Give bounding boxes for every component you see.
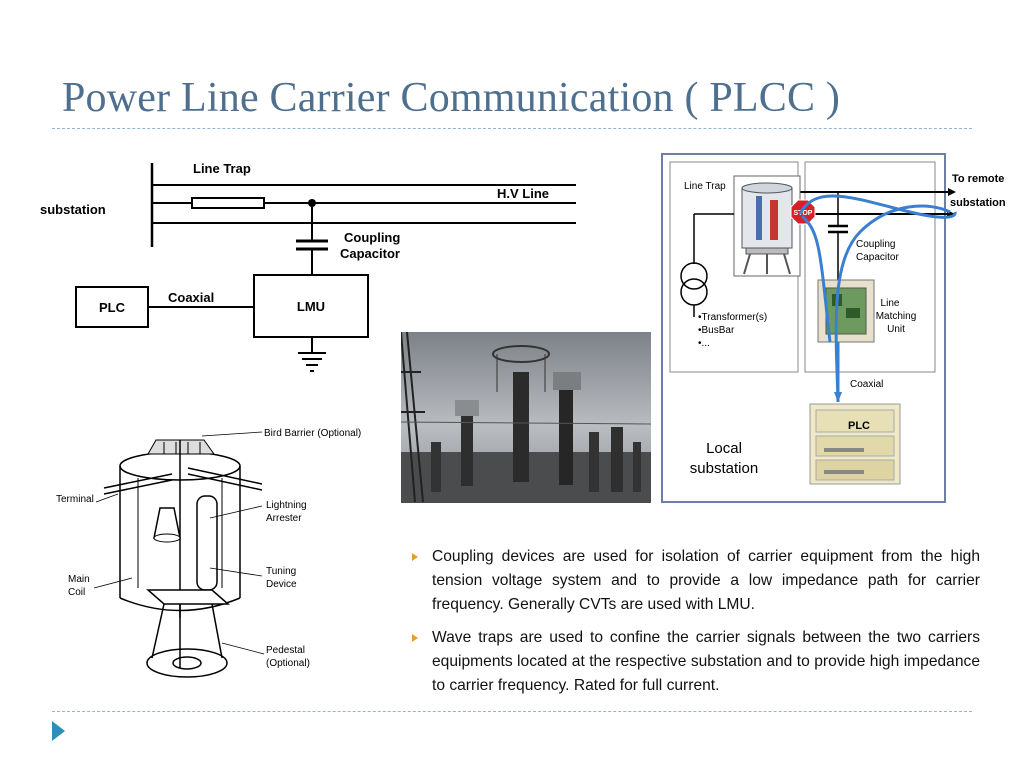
hv-line-label: H.V Line xyxy=(497,186,549,201)
coaxial-label-right: Coaxial xyxy=(850,379,883,390)
to-remote-label: To remote xyxy=(952,173,1004,185)
capacitor-label: Capacitor xyxy=(340,246,400,261)
busbar-label: •BusBar xyxy=(698,325,735,336)
coaxial-label: Coaxial xyxy=(168,290,214,305)
line-trap-label-right: Line Trap xyxy=(684,181,726,192)
footer-divider xyxy=(52,711,972,712)
terminal-label: Terminal xyxy=(56,494,94,505)
title-divider xyxy=(52,128,972,129)
arrester-label: Arrester xyxy=(266,513,302,524)
transformer-icon xyxy=(680,262,708,290)
tuning-label: Tuning xyxy=(266,566,296,577)
local-substation-diagram: STOP Line Trap To remote substation Coup… xyxy=(661,153,1006,503)
next-slide-arrow-icon[interactable] xyxy=(52,721,65,741)
bullet-text: Wave traps are used to confine the carri… xyxy=(432,629,980,694)
ellipsis-label: •... xyxy=(698,338,710,349)
line-trap-label: Line Trap xyxy=(193,161,251,176)
wave-trap-drawing: Bird Barrier (Optional) Terminal Lightni… xyxy=(56,428,361,678)
local-substation-label: substation xyxy=(690,460,758,477)
to-remote-substation-label: substation xyxy=(950,197,1006,209)
substation-photo xyxy=(401,332,651,503)
lmu-label: LMU xyxy=(297,299,325,314)
pedestal-optional-label: (Optional) xyxy=(266,658,310,669)
bullet-text: Coupling devices are used for isolation … xyxy=(432,548,980,613)
signal-path-remote xyxy=(798,194,957,219)
lmu-matching-label: Matching xyxy=(876,311,917,322)
local-label: Local xyxy=(706,440,742,457)
bullet-list: Coupling devices are used for isolation … xyxy=(412,545,980,707)
plcc-schematic: Line Trap substation H.V Line Coupling C… xyxy=(40,161,576,372)
slide-title: Power Line Carrier Communication ( PLCC … xyxy=(62,75,841,121)
line-trap-image xyxy=(733,175,801,277)
stop-sign-text: STOP xyxy=(794,210,813,217)
transformer-label: •Transformer(s) xyxy=(698,312,767,323)
pedestal-label: Pedestal xyxy=(266,645,305,656)
bullet-arrow-icon xyxy=(412,553,418,561)
coupling-label-right: Coupling xyxy=(856,239,895,250)
coil-label: Coil xyxy=(68,587,85,598)
lightning-label: Lightning xyxy=(266,500,307,511)
lmu-line-label: Line xyxy=(881,298,900,309)
plc-label-right: PLC xyxy=(848,420,870,432)
bullet-item: Wave traps are used to confine the carri… xyxy=(412,626,980,698)
plc-label: PLC xyxy=(99,300,126,315)
substation-label: substation xyxy=(40,202,106,217)
device-label: Device xyxy=(266,579,297,590)
capacitor-label-right: Capacitor xyxy=(856,252,899,263)
plc-cabinet-image xyxy=(809,403,901,485)
bullet-arrow-icon xyxy=(412,634,418,642)
bird-barrier-label: Bird Barrier (Optional) xyxy=(264,428,361,439)
coupling-label: Coupling xyxy=(344,230,400,245)
lmu-unit-label: Unit xyxy=(887,324,905,335)
main-label: Main xyxy=(68,574,90,585)
bullet-item: Coupling devices are used for isolation … xyxy=(412,545,980,617)
signal-path-plc xyxy=(834,204,951,403)
